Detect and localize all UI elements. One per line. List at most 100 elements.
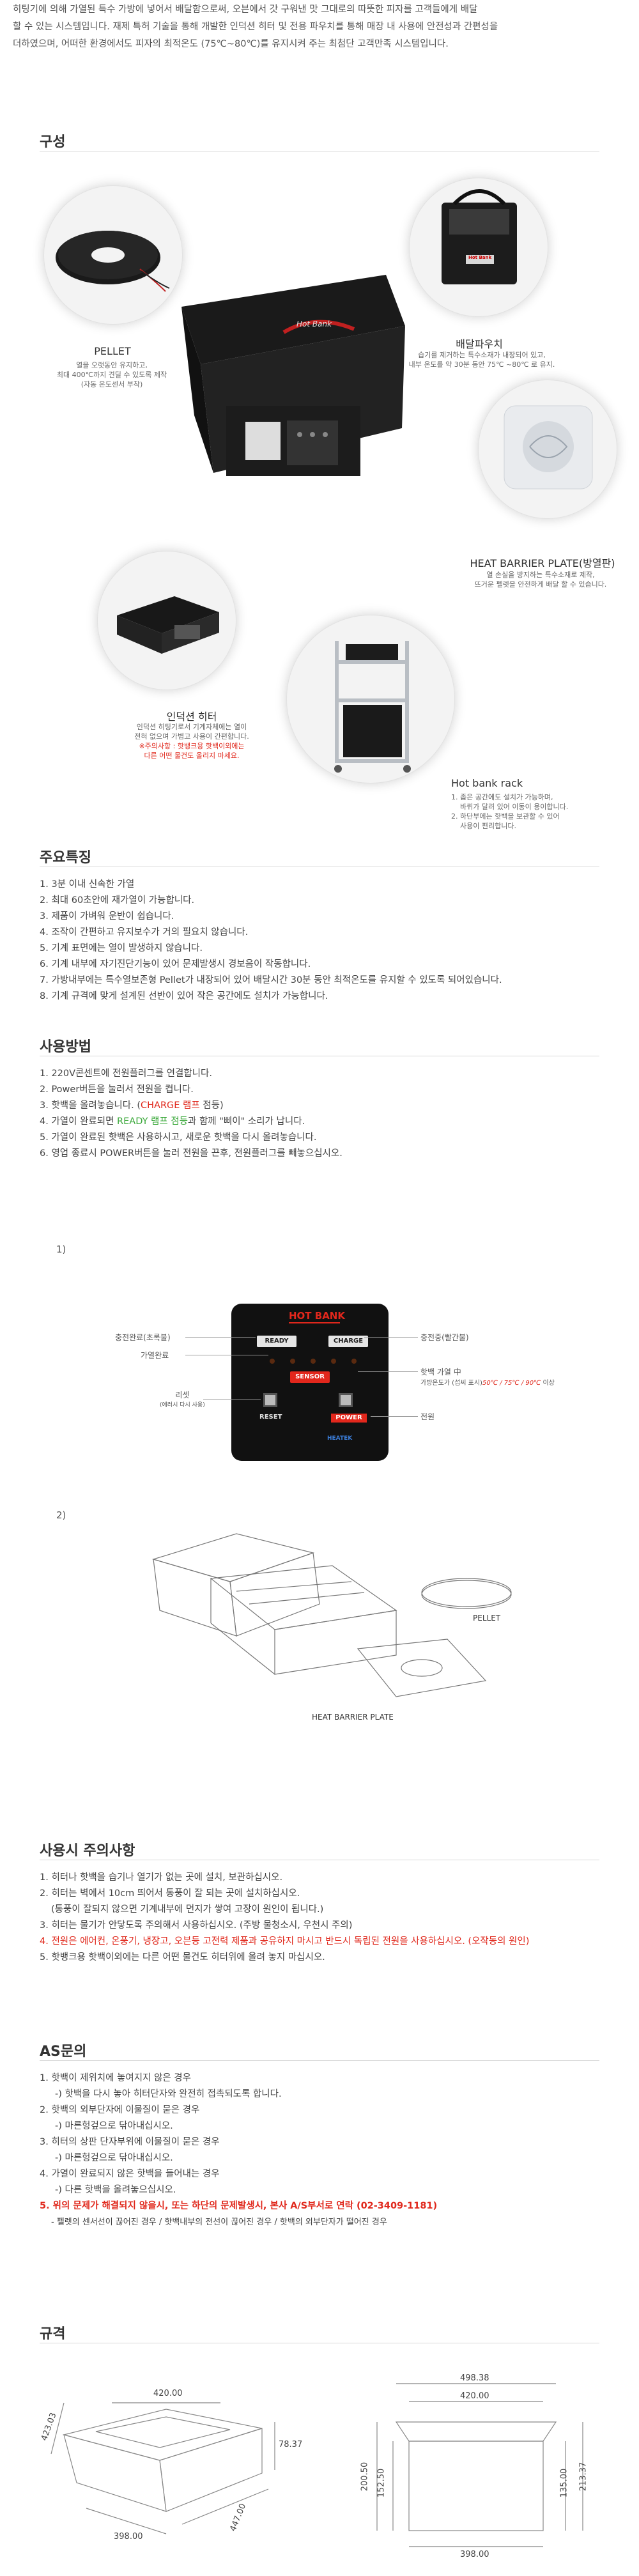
dim-label: 420.00	[460, 2391, 489, 2401]
caution-list: 1. 히터나 핫백을 습기나 열기가 없는 곳에 설치, 보관하십시오. 2. …	[40, 1870, 615, 1966]
section-title-as: AS문의	[40, 2044, 87, 2060]
section-title-caution: 사용시 주의사항	[40, 1843, 135, 1859]
list-item: 4. 조작이 간편하고 유지보수가 거의 필요치 않습니다.	[40, 927, 249, 937]
list-item: 5. 위의 문제가 해결되지 않을시, 또는 하단의 문제발생시, 본사 A/S…	[40, 2201, 438, 2211]
rack-desc: 1. 좁은 공간에도 설치가 가능하며, 바퀴가 달려 있어 이동이 용이합니다…	[451, 793, 569, 830]
dim-label: 152.50	[376, 2468, 387, 2498]
list-item: -) 핫백을 다시 놓아 히터단자와 완전히 접촉되도록 합니다.	[55, 2089, 282, 2099]
usage-list: 1. 220V콘센트에 전원플러그를 연결합니다. 2. Power버튼을 눌러…	[40, 1066, 615, 1162]
list-item: -) 마른헝겊으로 닦아내십시오.	[55, 2153, 173, 2163]
label-hotbag-heating: 핫백 가열 中 가방온도가 (섭씨 표시)50℃ / 75℃ / 90℃ 이상	[420, 1368, 555, 1387]
pouch-title: 배달파우치	[456, 338, 503, 350]
heat-barrier-plate-photo	[478, 380, 617, 519]
pellet-desc: 열을 오랫동안 유지하고, 최대 400℃까지 견딜 수 있도록 제작 (자동 …	[56, 361, 167, 389]
induction-heater-photo	[97, 551, 236, 690]
list-item: 8. 기계 규격에 맞게 설계된 선반이 있어 작은 공간에도 설치가 가능합니…	[40, 991, 328, 1001]
section-title-spec: 규격	[40, 2326, 66, 2342]
rack-title: Hot bank rack	[451, 777, 523, 789]
label-power: 전원	[420, 1412, 435, 1421]
panel-brand-underline	[289, 1322, 340, 1323]
dim-label: 200.50	[360, 2462, 370, 2492]
label-heat-complete: 가열완료	[141, 1351, 169, 1360]
step-number: 2)	[56, 1509, 66, 1521]
dim-label: 78.37	[279, 2440, 303, 2449]
label-charging: 충전중(빨간불)	[420, 1333, 469, 1342]
as-list: 1. 핫백이 제위치에 놓여지지 않은 경우 -) 핫백을 다시 놓아 히터단자…	[40, 2071, 615, 2230]
section-title-composition: 구성	[40, 134, 66, 150]
list-item: 1. 220V콘센트에 전원플러그를 연결합니다.	[40, 1068, 212, 1079]
dim-label: 213.37	[578, 2462, 589, 2492]
list-item: 3. 히터는 물기가 안닿도록 주의해서 사용하십시오. (주방 물청소시, 우…	[40, 1920, 353, 1931]
pellet-photo	[43, 185, 183, 325]
list-item: 4. 가열이 완료되면 READY 램프 점등과 함께 "삐이" 소리가 납니다…	[40, 1116, 305, 1127]
list-item: 4. 가열이 완료되지 않은 핫백을 들어내는 경우	[40, 2169, 220, 2179]
led-light	[290, 1359, 295, 1364]
charge-indicator: CHARGE	[328, 1336, 368, 1347]
list-item: 5. 가열이 완료된 핫백은 사용하시고, 새로운 핫백을 다시 올려놓습니다.	[40, 1132, 317, 1143]
dim-label: 398.00	[460, 2550, 489, 2559]
features-list: 1. 3분 이내 신속한 가열 2. 최대 60초안에 재가열이 가능합니다. …	[40, 877, 615, 1005]
plate-title: HEAT BARRIER PLATE(방열판)	[470, 557, 615, 569]
list-item: (통풍이 잘되지 않으면 기계내부에 먼지가 쌓여 고장이 원인이 됩니다.)	[51, 1904, 324, 1915]
intro-line: 할 수 있는 시스템입니다. 재제 특허 기술을 통해 개발한 인덕션 히터 및…	[13, 22, 498, 32]
intro-line: 히팅기에 의해 가열된 특수 가방에 넣어서 배달함으로써, 오븐에서 갓 구워…	[13, 4, 478, 15]
step-number: 1)	[56, 1244, 66, 1255]
list-item: 5. 기계 표면에는 열이 발생하지 않습니다.	[40, 943, 203, 953]
list-item: 6. 영업 종료시 POWER버튼을 눌러 전원을 끈후, 전원플러그를 빼놓으…	[40, 1148, 343, 1159]
dim-label: 398.00	[114, 2532, 143, 2541]
led-light	[351, 1359, 357, 1364]
diagram-label-pellet: PELLET	[473, 1614, 501, 1623]
hotbank-rack-photo	[286, 615, 455, 783]
bag-brand: Hot Bank	[296, 320, 332, 328]
dim-label: 498.38	[460, 2373, 489, 2383]
dim-label: 135.00	[559, 2468, 569, 2498]
label-reset: 리셋 (에러시 다시 사용)	[160, 1391, 205, 1408]
sensor-indicator: SENSOR	[290, 1371, 330, 1383]
list-item: 3. 제품이 가벼워 운반이 쉽습니다.	[40, 911, 174, 922]
callout-line	[371, 1416, 418, 1417]
hotbank-bag-heater-photo: Hot Bank	[169, 268, 412, 505]
pouch-photo: Hot Bank	[409, 178, 548, 317]
section-title-usage: 사용방법	[40, 1039, 91, 1055]
intro-text: 히팅기에 의해 가열된 특수 가방에 넣어서 배달함으로써, 오븐에서 갓 구워…	[13, 1, 613, 53]
callout-line	[185, 1337, 256, 1338]
pellet-title: PELLET	[94, 345, 131, 357]
spec-drawing-isometric: 420.00 423.03 78.37 447.00 398.00	[38, 2364, 307, 2563]
callout-line	[364, 1337, 418, 1338]
assembly-line-diagram: PELLET HEAT BARRIER PLATE	[141, 1521, 537, 1745]
list-item: 1. 히터나 핫백을 습기나 열기가 없는 곳에 설치, 보관하십시오.	[40, 1872, 283, 1883]
led-light	[270, 1359, 275, 1364]
list-item: 2. 히터는 벽에서 10cm 띄어서 통풍이 잘 되는 곳에 설치하십시오.	[40, 1888, 300, 1899]
list-item: -) 다른 핫백을 올려놓으십시오.	[55, 2185, 176, 2195]
panel-brand: HOT BANK	[289, 1310, 345, 1322]
ready-indicator: READY	[257, 1336, 296, 1347]
dim-label: 420.00	[153, 2389, 183, 2398]
diagram-label-plate: HEAT BARRIER PLATE	[312, 1713, 394, 1722]
list-item: 1. 3분 이내 신속한 가열	[40, 879, 135, 890]
list-item: 4. 전원은 에어컨, 온풍기, 냉장고, 오븐등 고전력 제품과 공유하지 마…	[40, 1936, 530, 1947]
heater-desc: 인덕션 히팅기로서 기계자체에는 열이 전혀 없으며 가볍고 사용이 간편합니다…	[134, 723, 249, 760]
power-button[interactable]	[339, 1393, 353, 1407]
list-item: 2. 최대 60초안에 재가열이 가능합니다.	[40, 895, 195, 906]
intro-line: 더하였으며, 어떠한 환경에서도 피자의 최적온도 (75℃~80℃)를 유지시…	[13, 39, 449, 49]
plate-desc: 열 손실을 방지하는 특수소재로 제작, 뜨거운 펠렛을 안전하게 배달 할 수…	[474, 571, 607, 589]
pouch-brand: Hot Bank	[468, 255, 492, 260]
spec-drawing-front: 498.38 420.00 200.50 152.50 135.00 213.3…	[345, 2364, 613, 2563]
list-item: 5. 핫뱅크용 핫백이외에는 다른 어떤 물건도 히터위에 올려 놓지 마십시오…	[40, 1952, 325, 1963]
list-item: 3. 핫백을 올려놓습니다. (CHARGE 램프 점등)	[40, 1100, 224, 1111]
control-panel: HOT BANK READY CHARGE SENSOR RESET POWER…	[231, 1304, 389, 1461]
list-item: 3. 히터의 상판 단자부위에 이물질이 묻은 경우	[40, 2137, 220, 2147]
list-item: 2. Power버튼을 눌러서 전원을 켭니다.	[40, 1084, 194, 1095]
list-item: 7. 가방내부에는 특수열보존형 Pellet가 내장되어 있어 배달시간 30…	[40, 975, 502, 985]
reset-button[interactable]	[263, 1393, 277, 1407]
section-divider	[40, 2060, 599, 2061]
callout-line	[358, 1371, 418, 1372]
list-item: 1. 핫백이 제위치에 놓여지지 않은 경우	[40, 2073, 191, 2083]
pouch-desc: 습기를 제거하는 특수소재가 내장되어 있고, 내부 온도를 약 30분 동안 …	[408, 351, 555, 369]
list-item: 2. 핫백의 외부단자에 이물질이 묻은 경우	[40, 2105, 200, 2115]
list-item: - 펠렛의 센서선이 끊어진 경우 / 핫백내부의 전선이 끊어진 경우 / 핫…	[51, 2217, 387, 2227]
led-light	[311, 1359, 316, 1364]
list-item: -) 마른헝겊으로 닦아내십시오.	[55, 2121, 173, 2131]
led-light	[331, 1359, 336, 1364]
heater-title: 인덕션 히터	[166, 711, 217, 723]
